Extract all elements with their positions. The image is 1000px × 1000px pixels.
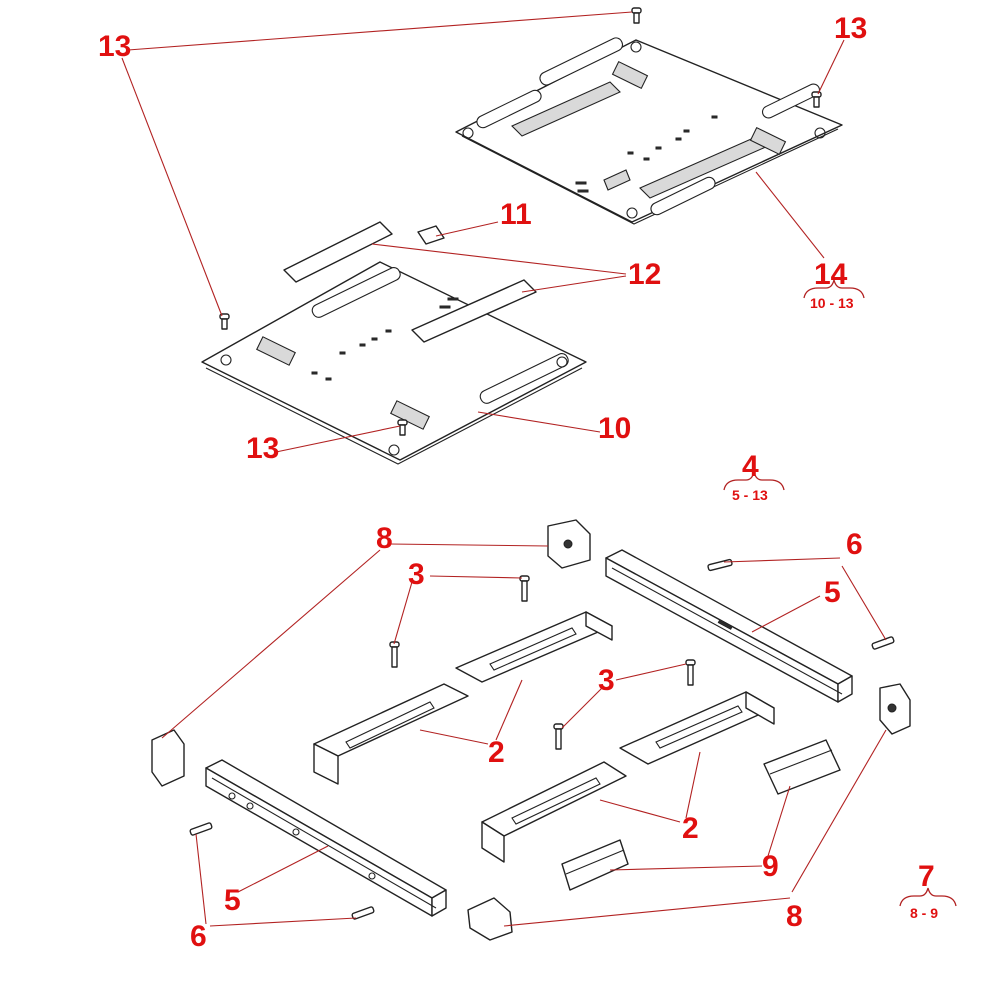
bracket-2 <box>313 683 469 785</box>
screw-3 <box>389 641 400 668</box>
top-plate-hole <box>626 207 638 219</box>
bottom-plate-hole <box>556 356 568 368</box>
grip-tape-strip <box>411 279 537 343</box>
end-cap-8 <box>547 519 591 569</box>
callout-2: 2 <box>682 812 699 845</box>
top-plate-slot <box>761 83 821 119</box>
rail-5 <box>605 549 853 703</box>
screw-3 <box>553 723 564 750</box>
callout-13: 13 <box>834 12 867 45</box>
top-plate-assembly <box>455 37 843 225</box>
bottom-plate-slot <box>311 267 401 318</box>
top-plate-hole <box>462 127 474 139</box>
screw-13 <box>397 419 408 436</box>
screw-6 <box>707 558 733 572</box>
callout-7-range: 8 - 9 <box>910 905 938 921</box>
bottom-plate <box>201 261 587 461</box>
callout-3: 3 <box>408 558 425 591</box>
end-cap-8 <box>879 683 911 735</box>
roller-9 <box>763 739 841 795</box>
bottom-plate-edge <box>205 367 583 465</box>
top-plate-grip-tape <box>511 81 621 137</box>
top-plate-label <box>603 169 631 191</box>
brace-14 <box>803 279 865 299</box>
bottom-plate-hole <box>388 444 400 456</box>
screw-13 <box>811 91 822 108</box>
callout-14-range: 10 - 13 <box>810 295 854 311</box>
top-plate-slot <box>650 176 716 216</box>
end-cap-8 <box>467 897 513 941</box>
roller-9 <box>561 839 629 891</box>
grip-tape-strip <box>283 221 393 283</box>
bottom-plate-clip <box>256 336 296 366</box>
callout-2: 2 <box>488 736 505 769</box>
callout-13: 13 <box>246 432 279 465</box>
bottom-plate-markings <box>311 297 459 381</box>
callout-8: 8 <box>376 522 393 555</box>
callout-9: 9 <box>762 850 779 883</box>
callout-7: 7 <box>918 860 935 893</box>
top-plate-hole <box>814 127 826 139</box>
brace-7 <box>899 887 957 907</box>
bottom-plate-hole <box>220 354 232 366</box>
screw-6 <box>351 906 375 920</box>
serial-label <box>417 225 445 245</box>
screw-6 <box>871 636 895 650</box>
top-plate-markings <box>575 115 718 193</box>
callout-10: 10 <box>598 412 631 445</box>
screw-3 <box>519 575 530 602</box>
screw-13 <box>631 7 642 24</box>
callout-8: 8 <box>786 900 803 933</box>
callout-5: 5 <box>224 884 241 917</box>
screw-6 <box>189 822 213 836</box>
top-plate-slot <box>539 37 624 86</box>
callout-4-range: 5 - 13 <box>732 487 768 503</box>
bracket-2 <box>481 761 627 863</box>
brace-4 <box>723 471 785 491</box>
callout-13: 13 <box>98 30 131 63</box>
end-cap-8 <box>151 729 185 787</box>
callout-11: 11 <box>500 198 532 231</box>
top-plate-clip <box>749 126 787 156</box>
callout-4: 4 <box>742 450 759 483</box>
top-plate-clip <box>611 60 649 90</box>
top-plate-edge <box>461 128 839 225</box>
bottom-plate-assembly <box>201 261 587 465</box>
callout-14: 14 <box>814 258 848 291</box>
top-plate-hole <box>630 41 642 53</box>
screw-3 <box>685 659 696 686</box>
screw-13 <box>219 313 230 330</box>
rail-5 <box>205 759 447 917</box>
callout-5: 5 <box>824 576 841 609</box>
callout-12: 12 <box>628 258 661 291</box>
bracket-2 <box>455 611 613 683</box>
bottom-plate-slot <box>479 353 569 404</box>
callout-6: 6 <box>846 528 863 561</box>
top-plate-slot <box>476 89 542 129</box>
callout-6: 6 <box>190 920 207 953</box>
bracket-2 <box>619 691 775 765</box>
callout-3: 3 <box>598 664 615 697</box>
leader-lines <box>121 11 887 927</box>
